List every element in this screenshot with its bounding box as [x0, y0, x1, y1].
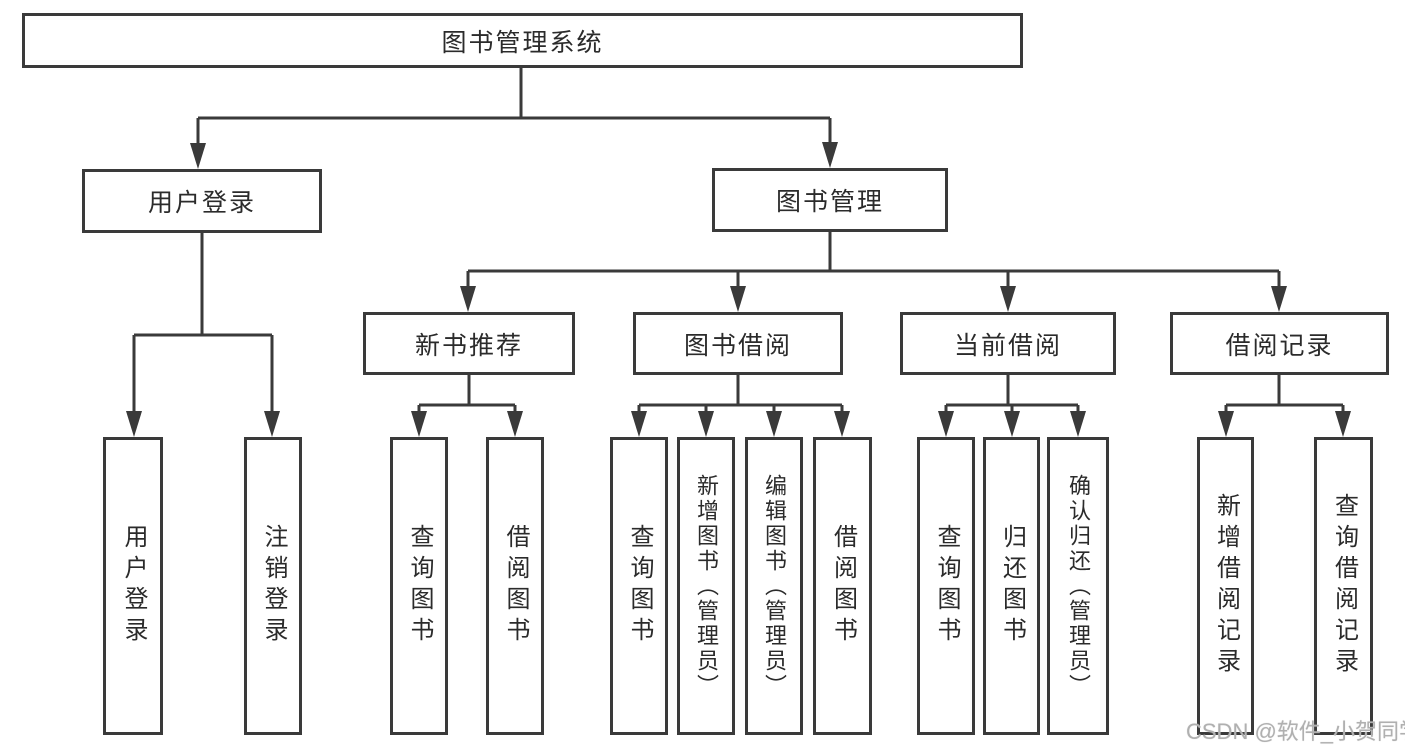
leaf-add-borrow-record: 新增借阅记录: [1197, 437, 1254, 735]
leaf-borrow-book-rec-label: 借阅图书: [502, 524, 529, 648]
node-new-book-recommend: 新书推荐: [363, 312, 575, 375]
node-current-borrow: 当前借阅: [900, 312, 1116, 375]
leaf-add-book-admin: 新增图书（管理员）: [677, 437, 735, 735]
leaf-add-borrow-record-label: 新增借阅记录: [1212, 493, 1240, 679]
node-current-borrow-label: 当前借阅: [953, 331, 1062, 360]
connector-borrow-records-to-children: [1224, 375, 1345, 420]
node-book-borrow-label: 图书借阅: [683, 331, 792, 360]
leaf-edit-book-admin: 编辑图书（管理员）: [745, 437, 803, 735]
leaf-confirm-return-admin-label: 确认归还（管理员）: [1066, 473, 1091, 699]
csdn-watermark: CSDN @软件_小贺同学: [1186, 719, 1405, 744]
leaf-borrow-book-borrow: 借阅图书: [813, 437, 872, 735]
leaf-user-login-label: 用户登录: [120, 524, 147, 648]
leaf-borrow-book-rec: 借阅图书: [486, 437, 544, 735]
node-root-label: 图书管理系统: [441, 28, 604, 57]
leaf-edit-book-admin-label: 编辑图书（管理员）: [762, 473, 787, 699]
leaf-query-book-current-label: 查询图书: [933, 524, 960, 648]
node-user-login: 用户登录: [82, 169, 322, 233]
connector-book-mgmt-to-children: [466, 232, 1281, 295]
leaf-query-borrow-record-label: 查询借阅记录: [1330, 493, 1358, 679]
connector-current-borrow-to-children: [944, 375, 1080, 420]
leaf-query-book-current: 查询图书: [917, 437, 975, 735]
leaf-add-book-admin-label: 新增图书（管理员）: [694, 473, 719, 699]
node-book-management-label: 图书管理: [775, 188, 884, 216]
node-borrow-records-label: 借阅记录: [1225, 331, 1334, 360]
connector-new-book-rec-to-children: [417, 375, 517, 420]
node-root: 图书管理系统: [22, 13, 1023, 68]
leaf-query-book-rec: 查询图书: [390, 437, 448, 735]
leaf-borrow-book-borrow-label: 借阅图书: [829, 524, 857, 648]
connector-user-login-to-children: [132, 233, 274, 419]
connector-root-to-children: [196, 68, 832, 150]
leaf-return-book-label: 归还图书: [998, 524, 1026, 648]
node-borrow-records: 借阅记录: [1170, 312, 1389, 375]
leaf-query-book-borrow-label: 查询图书: [626, 524, 653, 648]
node-book-borrow: 图书借阅: [633, 312, 843, 375]
leaf-logout: 注销登录: [244, 437, 302, 735]
node-user-login-label: 用户登录: [147, 189, 256, 217]
leaf-user-login: 用户登录: [103, 437, 163, 735]
leaf-query-book-rec-label: 查询图书: [406, 524, 433, 648]
leaf-return-book: 归还图书: [983, 437, 1040, 735]
leaf-confirm-return-admin: 确认归还（管理员）: [1047, 437, 1109, 735]
leaf-query-borrow-record: 查询借阅记录: [1314, 437, 1373, 735]
node-new-book-recommend-label: 新书推荐: [414, 331, 523, 360]
node-book-management: 图书管理: [712, 168, 948, 232]
leaf-logout-label: 注销登录: [260, 524, 287, 648]
connector-book-borrow-to-children: [637, 375, 844, 420]
leaf-query-book-borrow: 查询图书: [610, 437, 668, 735]
